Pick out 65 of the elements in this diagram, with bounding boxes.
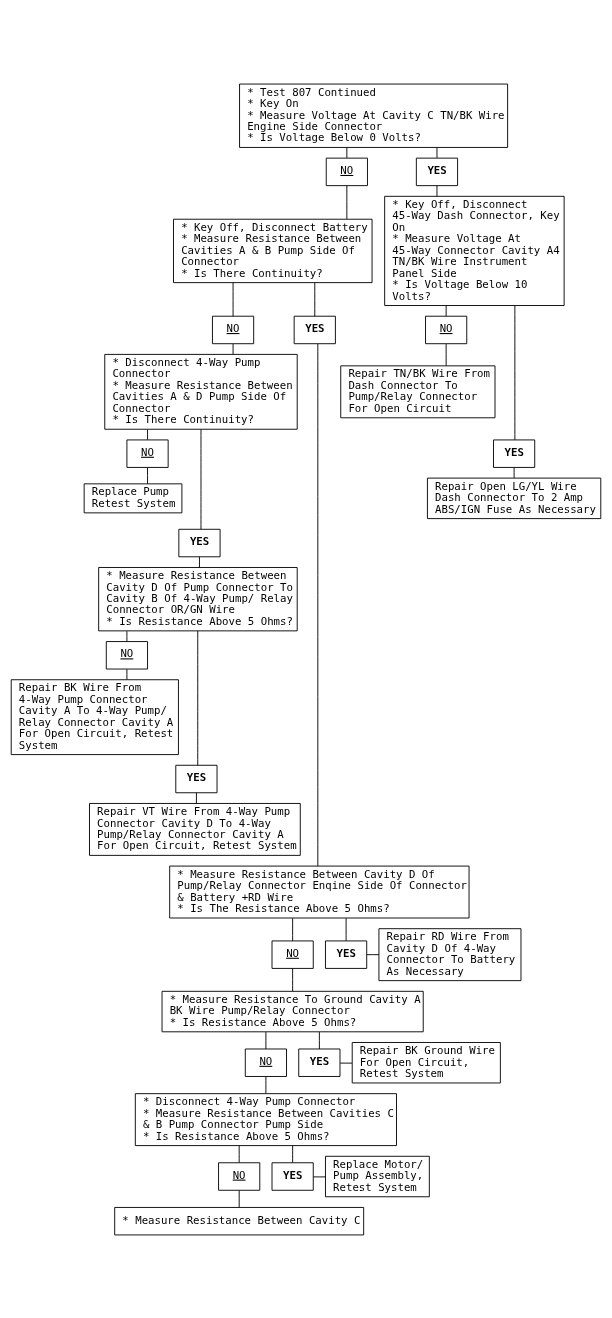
node-box: NO	[212, 315, 255, 344]
connector	[339, 1062, 353, 1064]
connector	[238, 1189, 240, 1208]
connector	[366, 953, 380, 955]
node-box: Repair TN/BK Wire From Dash Connector To Pump/Relay Connector For Open Circuit	[340, 364, 496, 418]
node-box: * Key Off, Disconnect 45-Way Dash Connector, Key On * Measure Voltage At 45-Way Connector Cavity A4 TN/BK Wire Instrument Panel Side * Is Voltage Below 10 Volts?	[384, 195, 565, 306]
connector	[126, 630, 128, 642]
connector	[346, 184, 348, 219]
node-box: Repair Open LG/YL Wire Dash Connector To 2 Amp ABS/IGN Fuse As Necessary	[426, 477, 602, 519]
node-box: * Test 807 Continued * Key On * Measure Voltage At Cavity C TN/BK Wire Engine Side Connector * Is Voltage Below 0 Volts?	[239, 83, 509, 148]
connector	[197, 629, 199, 766]
node-box: * Disconnect 4-Way Pump Connector * Measure Resistance Between Cavities C & B Pump Connector Pump Side * Is Resistance Above 5 Ohms?	[134, 1092, 397, 1146]
connector	[147, 466, 148, 484]
connector	[292, 967, 294, 992]
connector	[292, 1144, 294, 1163]
node-box: * Measure Resistance Between Cavity D Of Pump Connector To Cavity B Of 4-Way Pump/ Relay Connector OR/GN Wire * Is Resistance Above 5 Ohms?	[98, 566, 298, 631]
node-box: NO	[325, 157, 368, 186]
node-box: Repair BK Wire From 4-Way Pump Connector Cavity A To 4-Way Pump/ Relay Connector Cavity A For Open Circuit, Retest System	[10, 678, 179, 755]
node-box: NO	[218, 1161, 261, 1191]
node-box: Repair RD Wire From Cavity D Of 4-Way Connector To Battery As Necessary	[378, 927, 522, 981]
node-box: * Measure Resistance To Ground Cavity A BK Wire Pump/Relay Connector * Is Resistance Above 5 Ohms?	[161, 990, 424, 1032]
node-box: YES	[175, 764, 218, 793]
connector	[195, 791, 197, 804]
node-box: YES	[493, 439, 536, 468]
node-box: YES	[415, 157, 459, 186]
connector	[436, 184, 438, 197]
node-box: NO	[244, 1048, 287, 1077]
connector	[514, 304, 516, 440]
node-box: Replace Pump Retest System	[83, 482, 183, 513]
node-box: YES	[178, 528, 221, 557]
node-box: NO	[271, 939, 314, 969]
node-box: YES	[325, 939, 368, 969]
connector	[345, 917, 347, 941]
node-box: * Key Off, Disconnect Battery * Measure Resistance Between Cavities A & B Pump Side Of Connector * Is There Continuity?	[173, 218, 373, 283]
connector	[318, 1031, 320, 1049]
connector	[317, 342, 319, 866]
connector	[513, 466, 515, 478]
connector	[232, 343, 234, 355]
connector	[312, 1175, 326, 1177]
node-box: YES	[293, 315, 336, 344]
node-box: Repair VT Wire From 4-Way Pump Connector Cavity D To 4-Way Pump/Relay Connector Cavity A For Open Circuit, Retest System	[89, 802, 301, 856]
node-box: YES	[271, 1161, 314, 1191]
connector	[445, 304, 447, 316]
connector	[265, 1075, 267, 1094]
connector	[238, 1144, 240, 1163]
node-box: NO	[425, 315, 468, 344]
node-box: YES	[298, 1048, 341, 1077]
node-box: * Measure Resistance Between Cavity D Of Pump/Relay Connector Enqine Side Of Connector & Battery +RD Wire * Is The Resistance Above 5 Ohms?	[169, 865, 470, 918]
node-box: NO	[126, 439, 169, 468]
node-box: Repair BK Ground Wire For Open Circuit, Retest System	[351, 1041, 501, 1083]
connector	[265, 1031, 267, 1049]
node-box: NO	[105, 640, 148, 669]
connector	[232, 281, 234, 317]
connector	[436, 146, 438, 158]
connector	[199, 555, 200, 568]
connector	[126, 668, 128, 680]
connector	[346, 146, 348, 158]
connector	[147, 428, 148, 440]
connector	[314, 281, 316, 317]
connector	[200, 428, 202, 530]
node-box: * Measure Resistance Between Cavity C	[114, 1206, 365, 1235]
node-box: * Disconnect 4-Way Pump Connector * Measure Resistance Between Cavities A & D Pump Side Of Connector * Is There Continuity?	[104, 353, 298, 430]
connector	[445, 343, 447, 366]
node-box: Replace Motor/ Pump Assembly, Retest System	[325, 1155, 430, 1197]
connector	[292, 917, 294, 941]
